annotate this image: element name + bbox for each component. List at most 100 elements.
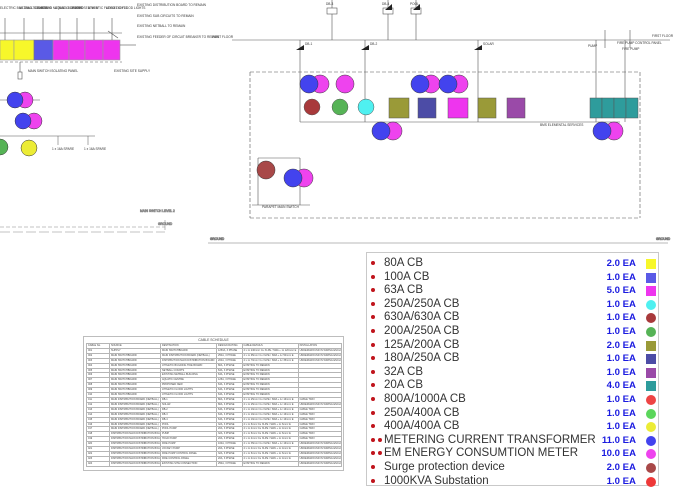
- svg-text:DB-4: DB-4: [382, 2, 389, 6]
- circle-symbol-icon: [646, 476, 656, 487]
- svg-text:ATHLETIC FLOOD LIGHTS: ATHLETIC FLOOD LIGHTS: [106, 6, 145, 10]
- bullet-icon: [378, 437, 382, 442]
- legend-item-quantity: 2.0 EA: [606, 462, 636, 473]
- bullet-icon: [371, 274, 375, 279]
- schedule-cell: UNDERGROUND IN WIRING ENCLOSURE: [297, 401, 343, 408]
- schedule-cell: DISTRIBUTION MAIN DISTRIBUTION BOARD: [108, 446, 161, 452]
- square-symbol-icon: [646, 367, 656, 378]
- schedule-cell: 4 x 1c 16mm² Cu XLPE / SWA + 1c 16mm² E: [241, 416, 299, 423]
- legend-item-quantity: 1.0 EA: [606, 326, 636, 337]
- breaker-row: [303, 97, 639, 119]
- schedule-cell: MAIN DISTRIBUTION BOARD (NETBALL): [108, 406, 161, 413]
- bullet-icon: [371, 356, 375, 361]
- schedule-cell: UNDERGROUND IN WIRING ENCLOSURE: [297, 441, 343, 448]
- schedule-cell: 4 x 1c 35mm² Cu XLPE / SWA + 1c 16mm² E: [241, 441, 299, 448]
- svg-text:EXISTING NETBALL TO REMAIN: EXISTING NETBALL TO REMAIN: [137, 24, 186, 28]
- existing-main-board: [0, 18, 136, 80]
- svg-text:MAIN SWITCH LEVEL 2: MAIN SWITCH LEVEL 2: [140, 209, 175, 213]
- schedule-cell: EXISTING TO REMAIN: [241, 460, 299, 467]
- legend-item-name: 400A/400A CB: [384, 420, 460, 433]
- legend-item-name: 63A CB: [384, 284, 423, 297]
- svg-text:PARAPET MAIN SWITCH: PARAPET MAIN SWITCH: [262, 205, 300, 209]
- legend-row: 400A/400A CB 1.0 EA: [367, 420, 660, 434]
- feeder-arrows: [296, 4, 482, 50]
- bullet-icon: [371, 261, 375, 265]
- legend-item-name: 200A/250A CB: [384, 325, 460, 337]
- legend-item-quantity: 1.0 EA: [606, 298, 636, 310]
- svg-text:1 x 16A SPARE: 1 x 16A SPARE: [52, 147, 74, 151]
- schedule-cell: DISTRIBUTION MAIN DISTRIBUTION BOARD: [108, 455, 161, 462]
- legend-row: 1000KVA Substation 1.0 EA: [367, 475, 660, 489]
- schedule-cell: UNDERGROUND IN WIRING ENCLOSURE: [297, 352, 343, 359]
- bullet-icon: [371, 465, 375, 469]
- legend-item-name: 1000KVA Substation: [384, 474, 489, 487]
- legend-item-quantity: 1.0 EA: [606, 353, 636, 365]
- legend-item-name: 250A/250A CB: [384, 297, 460, 310]
- bullet-icon: [371, 315, 375, 320]
- schedule-cell: 250A, 3 PHASE: [216, 460, 243, 467]
- schedule-cell: UNDERGROUND IN WIRING ENCLOSURE: [297, 460, 343, 467]
- schedule-cell: MAIN DISTRIBUTION BOARD (NETBALL): [159, 352, 218, 359]
- svg-text:GROUND: GROUND: [656, 237, 671, 241]
- schedule-cell: EXISTING SITE CONNECTION: [159, 460, 218, 467]
- left-meter-group-1: [0, 91, 40, 109]
- legend-item-quantity: 1.0 EA: [606, 475, 636, 487]
- schedule-cell: 4 x 1c 6mm² Cu XLPE / SWA + 1c 6mm² E: [241, 431, 299, 438]
- svg-text:DB-3: DB-3: [326, 2, 333, 6]
- bullet-icon: [371, 478, 375, 483]
- svg-text:ELECTRIC BUILDING TIDE BOARD: ELECTRIC BUILDING TIDE BOARD: [0, 6, 53, 10]
- circle-symbol-icon: [646, 408, 656, 419]
- meter-group-db2: [335, 74, 355, 94]
- legend-item-quantity: 2.0 EA: [606, 258, 636, 269]
- schedule-cell: 4 x 1c 4mm² Cu XLPE / SWA + 1c 4mm² E: [241, 446, 299, 452]
- bullet-icon: [371, 437, 375, 442]
- svg-text:FIRE PUMP: FIRE PUMP: [622, 47, 639, 51]
- cable-schedule-title: CABLE SCHEDULE: [198, 338, 229, 342]
- legend-item-name: 630A/630A CB: [384, 311, 460, 324]
- schedule-cell: 4 x 1c 25mm² Cu XLPE / SWA + 1c 16mm² E: [241, 396, 299, 403]
- legend-item-name: METERING CURRENT TRANSFORMER: [384, 433, 596, 446]
- left-breakers: 1 x 16A SPARE 1 x 16A SPARE: [0, 135, 106, 157]
- square-symbol-icon: [646, 381, 656, 392]
- legend-item-quantity: 1.0 EA: [606, 407, 636, 419]
- svg-text:EXISTING FEEDER OF CIRCUIT BRE: EXISTING FEEDER OF CIRCUIT BREAKER TO RE…: [137, 35, 220, 39]
- square-symbol-icon: [646, 354, 656, 365]
- legend-item-quantity: 1.0 EA: [606, 366, 636, 378]
- legend-item-name: EM ENERGY CONSUMTION METER: [384, 447, 579, 460]
- meter-group-pump: [438, 74, 469, 94]
- legend-item-quantity: 1.0 EA: [606, 421, 636, 433]
- bullet-icon: [371, 342, 375, 347]
- svg-text:SOLAR: SOLAR: [483, 42, 495, 46]
- legend-item-quantity: 2.0 EA: [606, 339, 636, 351]
- schedule-cell: DISTRIBUTION MAIN DISTRIBUTION BOARD: [108, 450, 161, 457]
- schedule-cell: MAIN DISTRIBUTION BOARD (NETBALL): [108, 396, 161, 403]
- legend-item-name: 800A/1000A CB: [384, 393, 466, 405]
- schedule-cell: DISTRIBUTION MAIN DISTRIBUTION BOARD: [108, 431, 161, 438]
- schedule-cell: UNDERGROUND IN WIRING ENCLOSURE: [297, 357, 343, 364]
- top-panel-labels: ELECTRIC BUILDING TIDE BOARD NETBALL COU…: [0, 3, 220, 73]
- schedule-cell: 4 x 1c 4mm² Cu XLPE / SWA + 1c 4mm² E: [241, 426, 299, 433]
- svg-text:EXISTING DISTRIBUTION BOARD TO: EXISTING DISTRIBUTION BOARD TO REMAIN: [137, 3, 207, 7]
- bullet-icon: [371, 424, 375, 429]
- legend-item-name: 180A/250A CB: [384, 352, 460, 365]
- circle-symbol-icon: [646, 422, 656, 433]
- schedule-cell: MAIN DISTRIBUTION BOARD (NETBALL): [108, 416, 161, 423]
- svg-text:1 x 16A SPARE: 1 x 16A SPARE: [84, 147, 106, 151]
- legend-item-quantity: 1.0 EA: [606, 271, 636, 283]
- main-switchboard: [232, 0, 670, 219]
- schedule-cell: 4 x 1c 95mm² Cu XLPE / SWA + 1c 50mm² E: [241, 352, 299, 359]
